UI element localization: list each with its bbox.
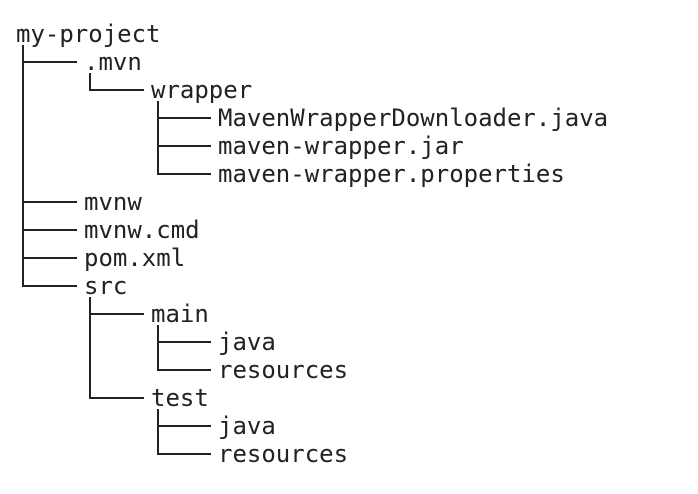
tree-node-label: wrapper <box>151 76 253 104</box>
tree-node-label: mvnw.cmd <box>84 216 200 244</box>
tree-node-label: .mvn <box>84 48 142 76</box>
tree-node-label: maven-wrapper.jar <box>218 132 464 160</box>
tree-node-label: resources <box>218 356 349 384</box>
tree-node-label: main <box>151 300 209 328</box>
tree-node-label: java <box>218 412 276 440</box>
tree-node-label: mvnw <box>84 188 142 216</box>
tree-node-label: MavenWrapperDownloader.java <box>218 104 609 132</box>
tree-root-label: my-project <box>16 20 161 48</box>
tree-node-label: test <box>151 384 209 412</box>
tree-node-label: resources <box>218 440 349 468</box>
tree-node-label: java <box>218 328 276 356</box>
tree-node-label: pom.xml <box>84 244 186 272</box>
tree-node-label: maven-wrapper.properties <box>218 160 565 188</box>
tree-node-label: src <box>84 272 128 300</box>
